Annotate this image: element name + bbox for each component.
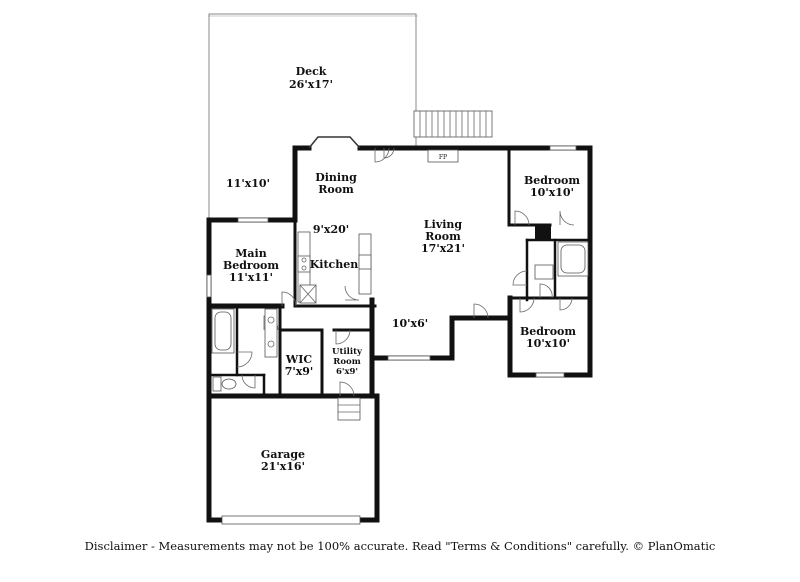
living-label-line1: Living bbox=[424, 218, 462, 231]
disclaimer-text: Disclaimer - Measurements may not be 100… bbox=[84, 539, 716, 553]
deck-size: 26'x17' bbox=[289, 78, 333, 91]
main-bedroom-size: 11'x11' bbox=[229, 271, 273, 284]
hall-size: 10'x6' bbox=[392, 317, 428, 330]
deck-side-size: 11'x10' bbox=[226, 177, 270, 190]
dining-label-line1: Dining bbox=[315, 171, 357, 184]
main-bedroom-label-line2: Bedroom bbox=[223, 259, 279, 272]
garage-size: 21'x16' bbox=[261, 460, 305, 473]
windows bbox=[206, 145, 577, 525]
doors bbox=[236, 147, 575, 397]
bedroom-ne-label: Bedroom bbox=[524, 174, 580, 187]
utility-label-line1: Utility bbox=[332, 347, 363, 357]
living-label-line2: Room bbox=[425, 230, 461, 243]
wic-size: 7'x9' bbox=[285, 365, 314, 378]
dining-label-line2: Room bbox=[318, 183, 354, 196]
floor-plan: Deck 26'x17' 11'x10' Dining Room FP Livi… bbox=[206, 13, 593, 525]
bedroom-se-size: 10'x10' bbox=[526, 337, 570, 350]
kitchen-label: Kitchen bbox=[310, 258, 359, 271]
deck-stairs bbox=[413, 110, 493, 138]
deck-outline bbox=[208, 13, 418, 220]
kitchen-size: 9'x20' bbox=[313, 223, 349, 236]
bedroom-ne-size: 10'x10' bbox=[530, 186, 574, 199]
main-bedroom-label-line1: Main bbox=[235, 247, 266, 260]
wic-label: WIC bbox=[285, 353, 312, 366]
garage-label: Garage bbox=[261, 448, 305, 461]
utility-label-line2: Room bbox=[333, 357, 360, 367]
deck-label: Deck bbox=[296, 65, 327, 78]
bedroom-se-label: Bedroom bbox=[520, 325, 576, 338]
fixtures bbox=[211, 149, 589, 421]
living-size: 17'x21' bbox=[421, 242, 465, 255]
fireplace-label: FP bbox=[439, 154, 447, 161]
utility-size: 6'x9' bbox=[336, 367, 358, 377]
